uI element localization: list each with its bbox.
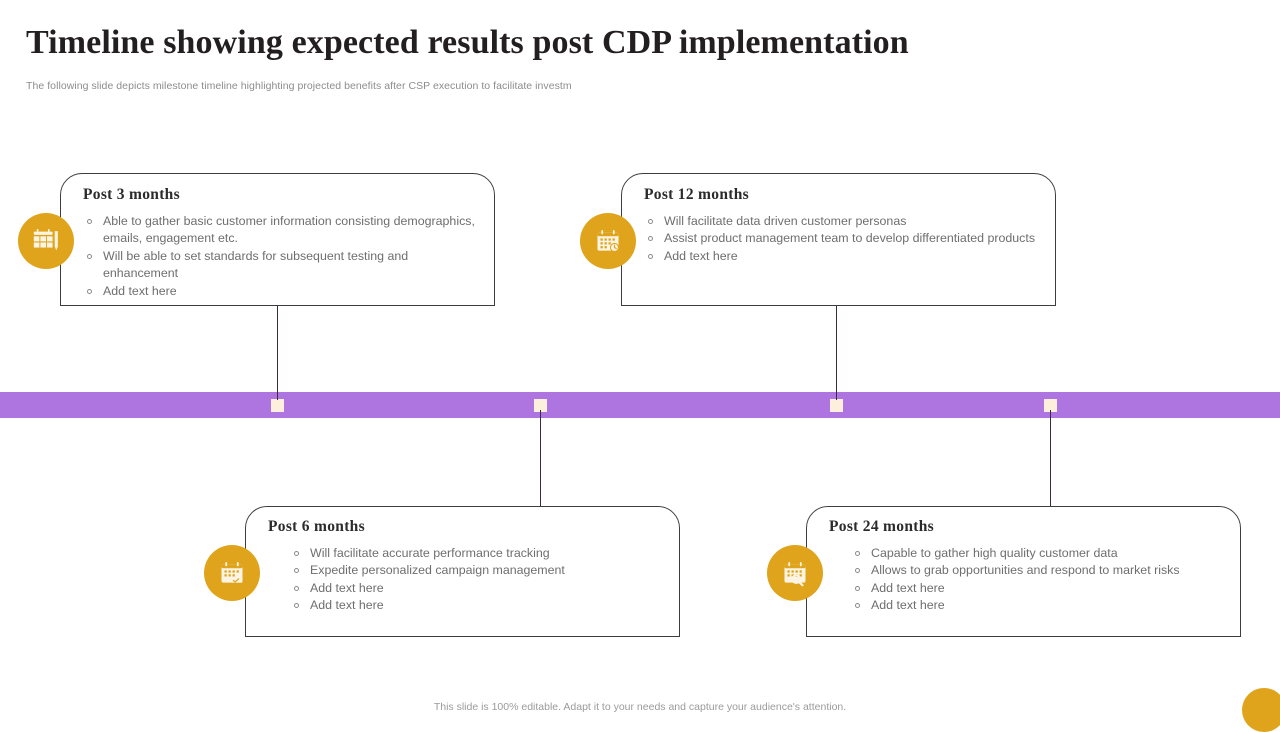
milestone-card-post-3-months[interactable]: Post 3 months Able to gather basic custo… — [60, 173, 495, 306]
milestone-bullets: Will facilitate accurate performance tra… — [268, 545, 665, 615]
list-item: Add text here — [644, 248, 1041, 265]
list-item: Add text here — [851, 597, 1226, 614]
milestone-card-post-24-months[interactable]: Post 24 months Capable to gather high qu… — [806, 506, 1241, 637]
list-item: Add text here — [83, 283, 480, 300]
milestone-bullets: Will facilitate data driven customer per… — [644, 213, 1041, 265]
calendar-clock-icon — [580, 213, 636, 269]
list-item: Add text here — [290, 597, 665, 614]
timeline-marker-post-6-months[interactable] — [534, 399, 547, 412]
decorative-corner-dot — [1242, 688, 1280, 732]
milestone-title: Post 3 months — [83, 186, 180, 203]
calendar-check-icon — [204, 545, 260, 601]
timeline-marker-post-24-months[interactable] — [1044, 399, 1057, 412]
list-item: Add text here — [290, 580, 665, 597]
timeline-marker-post-12-months[interactable] — [830, 399, 843, 412]
list-item: Capable to gather high quality customer … — [851, 545, 1226, 562]
connector-post-24-months — [1050, 410, 1051, 510]
page-subtitle: The following slide depicts milestone ti… — [26, 80, 572, 92]
calendar-search-icon — [767, 545, 823, 601]
milestone-card-post-6-months[interactable]: Post 6 months Will facilitate accurate p… — [245, 506, 680, 637]
calendar-edit-icon — [18, 213, 74, 269]
milestone-title: Post 24 months — [829, 518, 934, 535]
milestone-title: Post 6 months — [268, 518, 365, 535]
milestone-title: Post 12 months — [644, 186, 749, 203]
timeline-bar — [0, 392, 1280, 418]
list-item: Able to gather basic customer informatio… — [83, 213, 480, 248]
timeline-marker-post-3-months[interactable] — [271, 399, 284, 412]
milestone-bullets: Able to gather basic customer informatio… — [83, 213, 480, 300]
connector-post-6-months — [540, 410, 541, 510]
list-item: Add text here — [851, 580, 1226, 597]
list-item: Will be able to set standards for subseq… — [83, 248, 480, 283]
list-item: Will facilitate data driven customer per… — [644, 213, 1041, 230]
connector-post-12-months — [836, 306, 837, 400]
list-item: Will facilitate accurate performance tra… — [290, 545, 665, 562]
connector-post-3-months — [277, 306, 278, 400]
milestone-card-post-12-months[interactable]: Post 12 months Will facilitate data driv… — [621, 173, 1056, 306]
page-title: Timeline showing expected results post C… — [26, 24, 909, 61]
footer-note: This slide is 100% editable. Adapt it to… — [433, 701, 847, 713]
list-item: Expedite personalized campaign managemen… — [290, 562, 665, 579]
list-item: Allows to grab opportunities and respond… — [851, 562, 1226, 579]
list-item: Assist product management team to develo… — [644, 230, 1041, 247]
milestone-bullets: Capable to gather high quality customer … — [829, 545, 1226, 615]
